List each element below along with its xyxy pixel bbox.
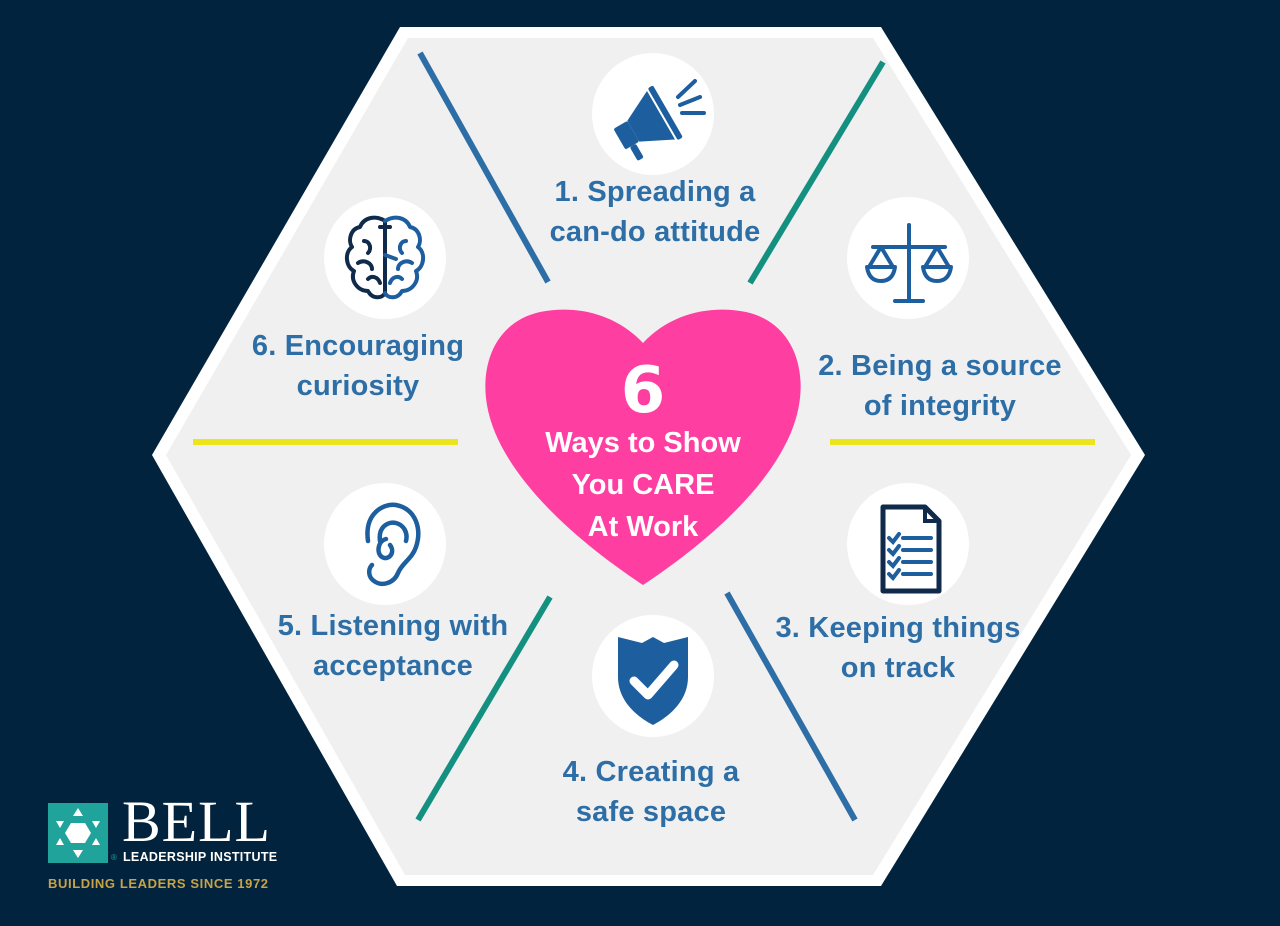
item-5-line-2: acceptance [313, 650, 473, 682]
item-2-line-1: 2. Being a source [818, 350, 1062, 382]
item-1-line-1: 1. Spreading a [554, 176, 756, 208]
heart-title: 6 Ways to Show You CARE At Work [485, 354, 801, 548]
item-4-line-2: safe space [575, 796, 727, 828]
divider-top-right [747, 60, 886, 285]
item-6-line-2: curiosity [296, 370, 420, 402]
heart-line-1: Ways to Show [545, 427, 741, 459]
item-2-label: 2. Being a source of integrity [790, 346, 1090, 426]
shield-check-icon [618, 637, 688, 725]
logo-subtitle: LEADERSHIP INSTITUTE [123, 850, 278, 864]
brain-icon [345, 215, 425, 300]
item-2-line-2: of integrity [863, 390, 1017, 422]
heart-number: 6 [620, 354, 666, 428]
logo-tagline: BUILDING LEADERS SINCE 1972 [48, 876, 269, 891]
divider-bottom-right [724, 591, 858, 822]
item-3-line-2: on track [840, 652, 956, 684]
item-4-icon-circle [592, 615, 714, 737]
item-3-line-1: 3. Keeping things [775, 612, 1021, 644]
logo-name: BELL [122, 789, 271, 854]
item-1-icon-circle [592, 53, 714, 175]
heart-shape [485, 309, 801, 585]
item-6-icon-circle [324, 197, 446, 319]
item-5-icon-circle [324, 483, 446, 605]
item-6-line-1: 6. Encouraging [251, 330, 465, 362]
scales-icon [865, 223, 953, 303]
item-3-icon-circle [847, 483, 969, 605]
heart-line-2: You CARE [571, 469, 715, 501]
item-3-label: 3. Keeping things on track [748, 608, 1048, 688]
item-6-label: 6. Encouraging curiosity [208, 326, 508, 406]
item-5-label: 5. Listening with acceptance [243, 606, 543, 686]
item-2-icon-circle [847, 197, 969, 319]
item-1-label: 1. Spreading a can-do attitude [505, 172, 805, 252]
divider-top-left [417, 51, 551, 284]
divider-bottom-left [415, 595, 553, 822]
ear-icon [365, 502, 421, 586]
registered-mark: ® [111, 853, 117, 862]
megaphone-icon [614, 79, 706, 161]
logo-mark [48, 803, 108, 863]
item-4-label: 4. Creating a safe space [501, 752, 801, 832]
item-4-line-1: 4. Creating a [562, 756, 740, 788]
sunburst-hexagon-icon [56, 808, 100, 858]
heart-line-3: At Work [587, 511, 699, 543]
item-5-line-1: 5. Listening with [277, 610, 509, 642]
item-1-line-2: can-do attitude [549, 216, 761, 248]
checklist-icon [880, 504, 942, 594]
